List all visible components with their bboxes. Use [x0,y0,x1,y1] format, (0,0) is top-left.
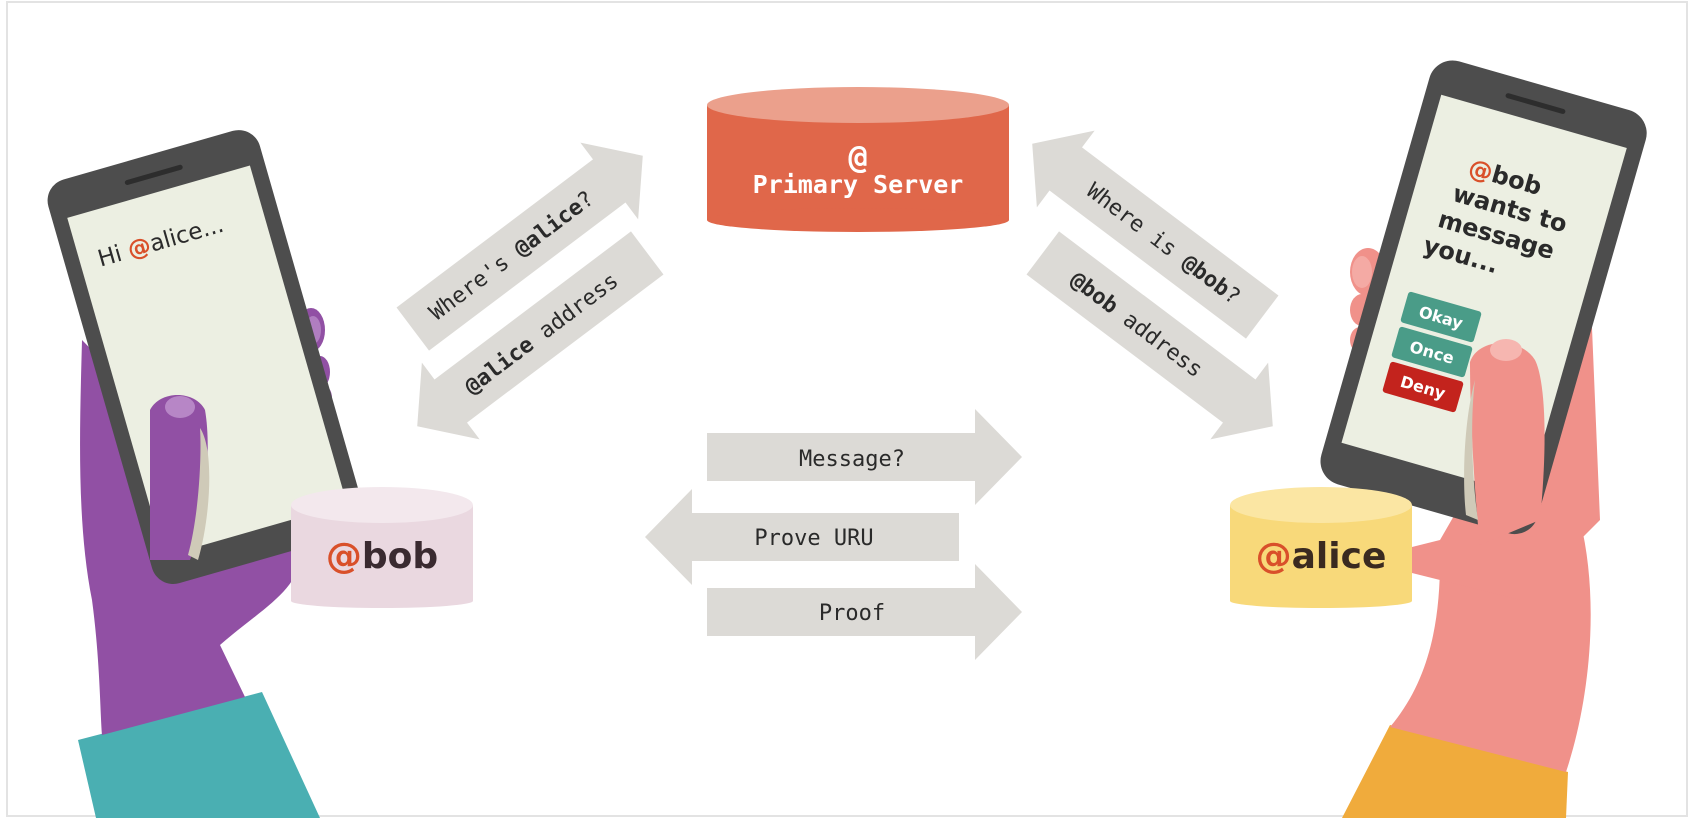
bob-database: @bob [291,487,473,608]
arrow-message-label: Message? [799,447,905,472]
once-button[interactable]: Once [1391,326,1473,378]
arrow-proof: Proof [707,564,1022,660]
svg-text:@alice: @alice [1256,536,1387,577]
alice-database: @alice [1230,487,1412,608]
left-hand-phone-illustration: Hi @alice... [47,130,365,818]
svg-text:Hi @alice...: Hi @alice... [95,212,227,273]
arrow-prove-uru: Prove URU [645,489,959,585]
arrow-proof-label: Proof [819,601,885,626]
left-phone-screen [67,165,347,557]
bob-db-at: @ [326,536,362,577]
server-label: Primary Server [753,170,964,199]
left-thumb [150,395,208,560]
alice-db-at: @ [1256,536,1292,577]
primary-server: @ Primary Server [707,87,1009,232]
deny-button[interactable]: Deny [1382,361,1464,413]
right-hand [1390,520,1591,772]
right-thumb [1470,342,1545,545]
left-sleeve [78,692,320,818]
alice-db-name: alice [1292,536,1387,577]
arrow-prove-label: Prove URU [754,526,873,551]
svg-text:@bob: @bob [326,536,438,577]
right-hand-phone-illustration: @bob wants to message you... Okay Once D… [1320,60,1647,818]
okay-button[interactable]: Okay [1400,291,1482,343]
bob-db-name: bob [362,536,438,577]
arrow-where-is-bob: Where is @bob? [1032,130,1279,339]
right-sleeve [1342,725,1568,818]
arrow-message: Message? [707,409,1022,505]
server-at-icon: @ [848,138,867,176]
